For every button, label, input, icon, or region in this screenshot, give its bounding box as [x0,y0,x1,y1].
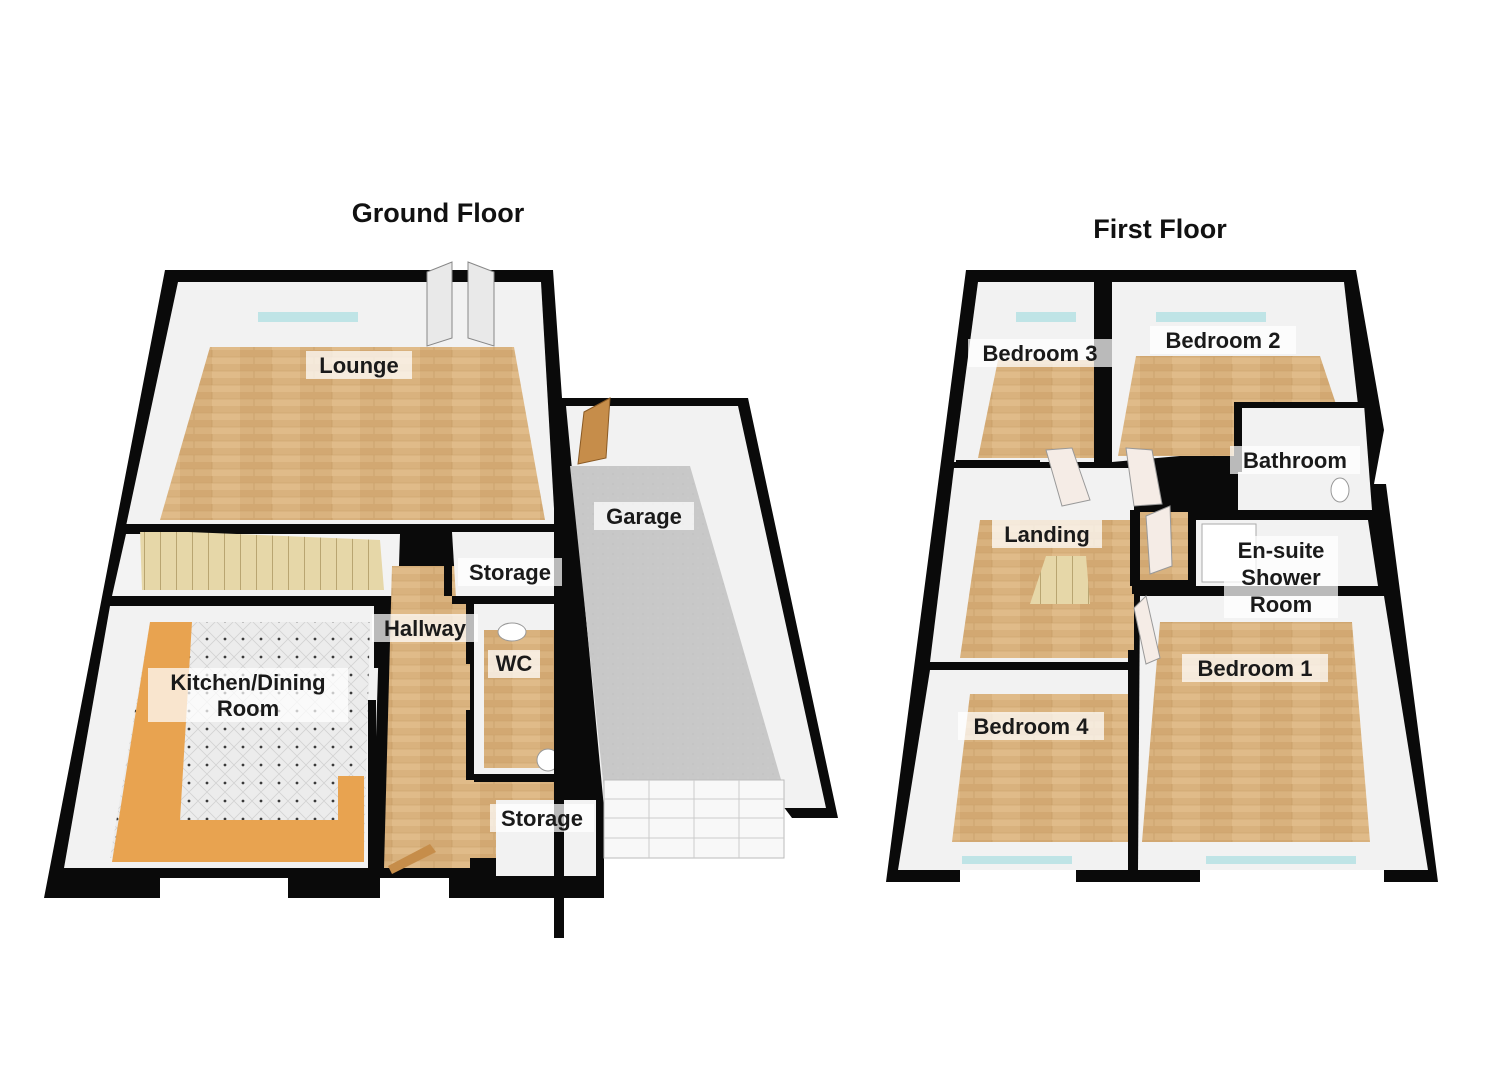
bedroom2-floor [1118,356,1336,456]
room-label-hallway: Hallway [384,616,467,641]
room-label-kitchen-line1: Kitchen/Dining [170,670,325,695]
ground-floor-plan [44,261,838,938]
lounge-window-left [258,312,358,322]
room-label-garage: Garage [606,504,682,529]
lounge-floor [160,347,545,520]
room-label-ensuite-line2: Shower [1241,565,1321,590]
room-label-bedroom4: Bedroom 4 [974,714,1090,739]
first-floor-doors [1045,447,1173,665]
room-label-lounge: Lounge [319,353,398,378]
bedroom3-floor [978,360,1094,458]
ground-staircase [140,530,384,590]
bedroom2-window [1156,312,1266,322]
room-label-storage-lower: Storage [501,806,583,831]
first-floor-plan [886,270,1438,882]
room-label-bedroom1: Bedroom 1 [1198,656,1313,681]
bathroom-toilet-icon [1330,477,1350,503]
room-label-landing: Landing [1004,522,1090,547]
ground-room-labels: Lounge Garage Storage Hallway WC Kitchen… [148,351,694,832]
wc-toilet-icon [497,622,527,642]
room-label-storage-upper: Storage [469,560,551,585]
room-label-bedroom3: Bedroom 3 [983,341,1098,366]
floor-titles: Ground Floor First Floor [352,198,1227,244]
garage-floor [570,466,784,790]
bedroom1-window [1206,856,1356,864]
garage-door [603,779,785,859]
garage-side-door [577,397,611,465]
bedroom4-window [962,856,1072,864]
lounge-french-doors [426,261,495,347]
first-stairs [1030,556,1090,604]
ground-floor-title: Ground Floor [352,198,525,228]
room-label-bathroom: Bathroom [1243,448,1347,473]
first-room-labels: Bedroom 3 Bedroom 2 Bathroom Landing En-… [958,326,1360,740]
room-label-bedroom2: Bedroom 2 [1166,328,1281,353]
first-floor-title: First Floor [1093,214,1227,244]
room-label-ensuite-line3: Room [1250,592,1312,617]
room-label-ensuite-line1: En-suite [1238,538,1325,563]
room-label-wc: WC [496,651,533,676]
hallway-floor [384,566,470,868]
room-label-kitchen-line2: Room [217,696,279,721]
ground-front-door [388,844,436,874]
bedroom3-window [1016,312,1076,322]
